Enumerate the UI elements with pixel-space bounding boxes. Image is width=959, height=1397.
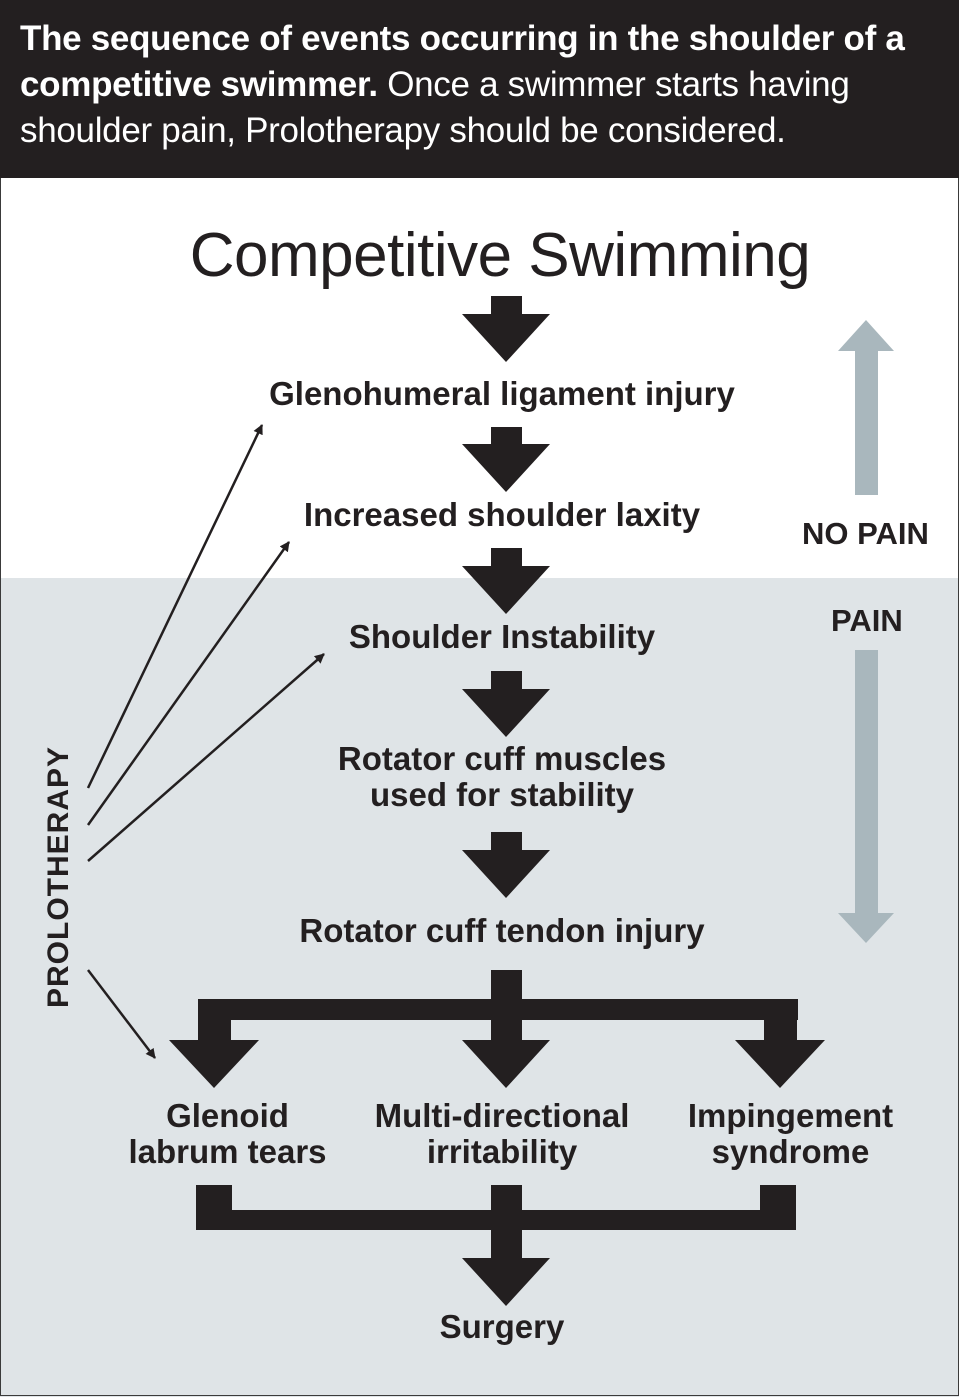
- pain-label: PAIN: [831, 603, 903, 638]
- prolo-arrow-labrum: [87, 969, 156, 1059]
- step-ligament-injury: Glenohumeral ligament injury: [269, 375, 735, 412]
- caption-regular: Once a swimmer starts having shoulder pa…: [20, 65, 850, 150]
- branch-arrow-right: [735, 1010, 825, 1088]
- split-bar: [198, 999, 798, 1020]
- prolo-arrow-ligament: [86, 424, 264, 789]
- step-rotator-cuff-tendon: Rotator cuff tendon injury: [299, 912, 705, 949]
- branch-multidirectional: Multi-directional irritability: [374, 1097, 630, 1170]
- branch-arrow-center: [462, 1010, 550, 1088]
- caption-header: The sequence of events occurring in the …: [0, 0, 959, 178]
- merge-arrow: [462, 1185, 550, 1306]
- step-shoulder-instability: Shoulder Instability: [348, 618, 656, 655]
- no-pain-label: NO PAIN: [802, 516, 929, 551]
- prolo-arrow-instability: [87, 653, 325, 862]
- down-arrow-3: [462, 548, 550, 614]
- caption-text: The sequence of events occurring in the …: [20, 16, 940, 154]
- outcome-surgery: Surgery: [439, 1308, 565, 1345]
- down-arrow-4: [462, 671, 550, 737]
- caption-bold: The sequence of events occurring in the …: [20, 19, 905, 104]
- branch-impingement: Impingement syndrome: [687, 1097, 894, 1170]
- step-shoulder-laxity: Increased shoulder laxity: [303, 496, 701, 533]
- no-pain-zone: [0, 178, 959, 578]
- down-arrow-1: [462, 296, 550, 362]
- step-rotator-cuff-muscles: Rotator cuff muscles used for stability: [337, 740, 667, 813]
- no-pain-up-arrow: [838, 320, 894, 495]
- prolotherapy-label: PROLOTHERAPY: [42, 745, 75, 1008]
- down-arrow-2: [462, 427, 550, 492]
- branch-arrow-left: [169, 1010, 259, 1088]
- prolo-arrow-laxity: [86, 541, 291, 826]
- pain-down-arrow: [838, 650, 894, 943]
- down-arrow-5: [462, 832, 550, 898]
- diagram-title: Competitive Swimming: [189, 221, 811, 290]
- branch-glenoid-labrum: Glenoid labrum tears: [128, 1097, 327, 1170]
